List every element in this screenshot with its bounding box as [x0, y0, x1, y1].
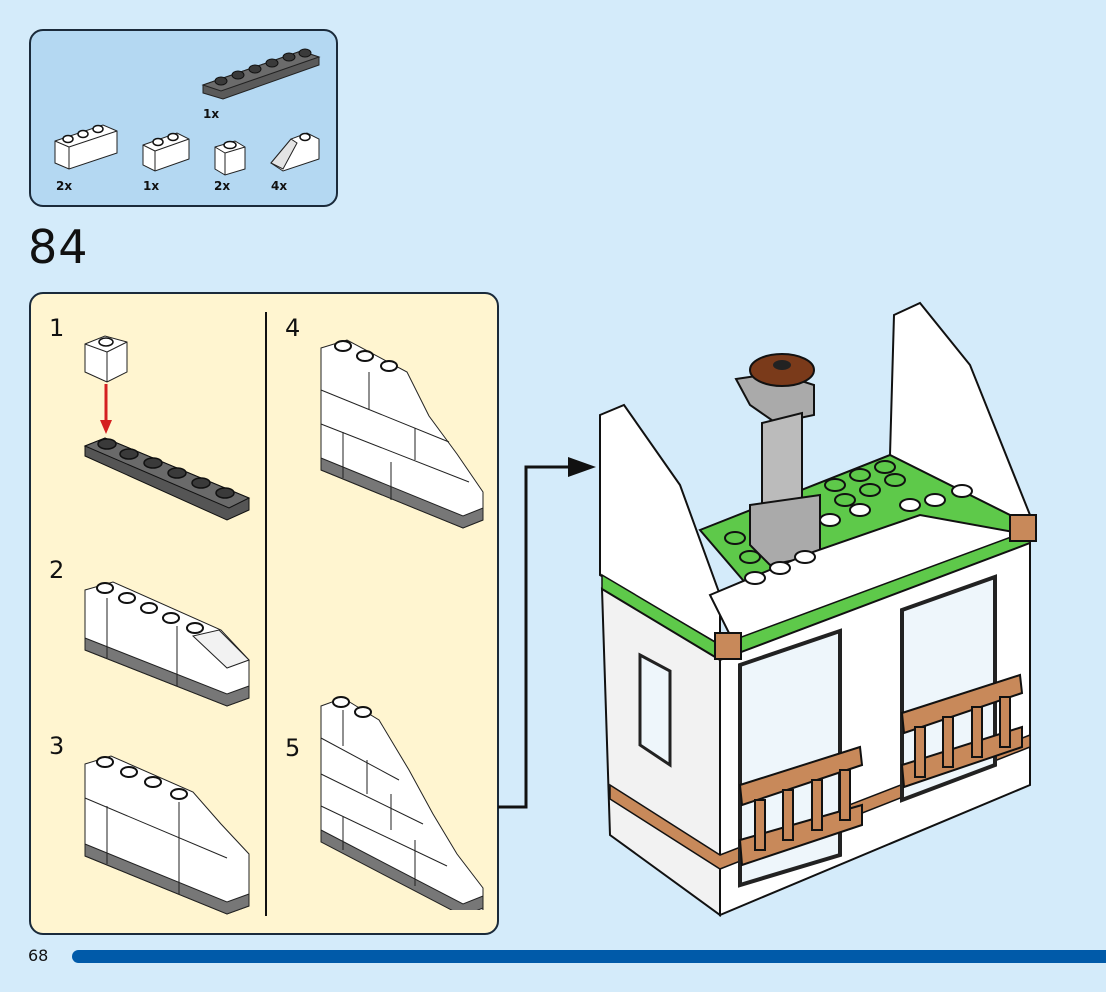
page-number: 68	[28, 946, 49, 965]
substep-number-1: 1	[49, 314, 65, 342]
substep-number-5: 5	[285, 734, 301, 762]
substep-5-illustration	[320, 696, 484, 910]
part-brick-1x3-white	[54, 124, 118, 170]
callout-arrow	[498, 457, 596, 809]
substep-1-illustration	[83, 335, 251, 521]
fence-right	[900, 673, 1024, 789]
part-brick-1x1-white	[214, 140, 246, 176]
corner-tile	[1009, 514, 1037, 542]
part-brick-1x2-white	[142, 132, 190, 172]
part-slope-1x2-white	[270, 132, 320, 172]
page-progress-bar	[72, 950, 1106, 963]
corner-tile	[714, 632, 742, 660]
part-qty: 2x	[56, 179, 73, 193]
main-model-illustration	[599, 301, 1037, 917]
substep-4-illustration	[320, 339, 484, 529]
column-divider	[265, 312, 267, 916]
part-plate-1x6-dark-grey	[201, 48, 321, 100]
substep-number-4: 4	[285, 314, 301, 342]
part-qty: 4x	[271, 179, 288, 193]
part-qty: 2x	[214, 179, 231, 193]
parts-list-panel: 1x 2x 1x 2x 4x	[29, 29, 338, 207]
part-qty: 1x	[203, 107, 220, 121]
window-side	[638, 652, 672, 768]
step-number: 84	[28, 220, 89, 274]
substep-number-3: 3	[49, 732, 65, 760]
chimney	[734, 353, 821, 567]
substep-3-illustration	[84, 755, 250, 915]
substeps-panel: 1 2 3 4 5	[29, 292, 499, 935]
fence-left	[738, 745, 864, 867]
substep-number-2: 2	[49, 556, 65, 584]
part-qty: 1x	[143, 179, 160, 193]
substep-2-illustration	[84, 581, 250, 707]
